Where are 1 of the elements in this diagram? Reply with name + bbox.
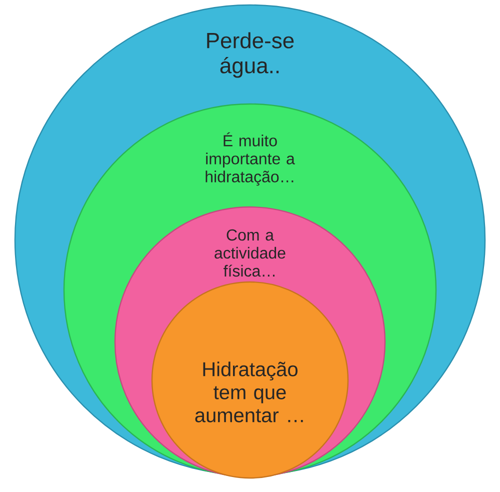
circle-node: Hidratação tem que aumentar …: [151, 281, 349, 479]
